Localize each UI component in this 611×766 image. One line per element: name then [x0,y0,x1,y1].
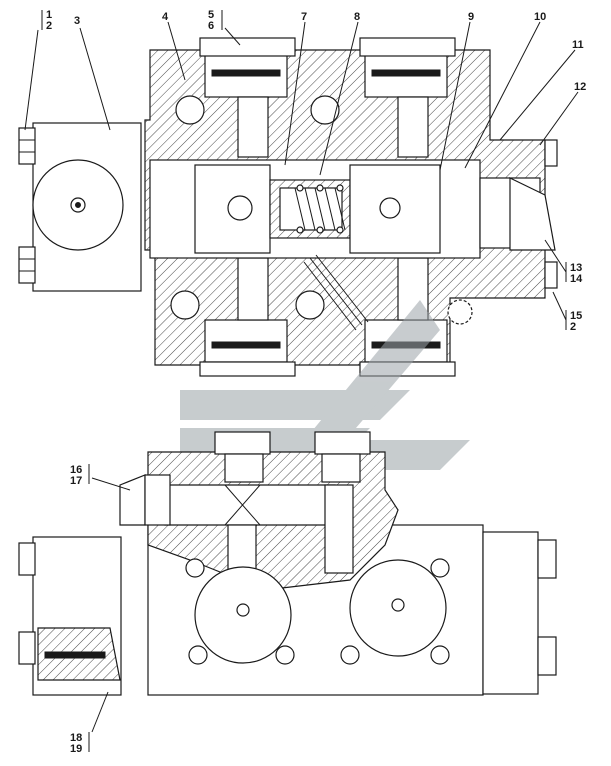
plug-top-right [359,37,456,57]
callout-12: 12 [574,81,586,93]
screw-right-top [544,139,558,167]
callout-13-line2: 14 [570,273,583,285]
plug-top-left [199,37,296,57]
callout-13-line1: 13 [570,262,582,274]
port-lower-left [204,319,288,363]
bottom-view [18,431,557,696]
plug-bottom-left [199,361,296,377]
callout-9: 9 [468,11,474,23]
spring [294,184,346,234]
bottom-plug-left [214,431,271,455]
screw-right-bottom [544,261,558,289]
callout-8: 8 [354,11,360,23]
callout-15-line1: 15 [570,310,582,322]
callout-16-line2: 17 [70,475,82,487]
passage-upper-right [397,96,429,158]
top-section-view [18,37,558,377]
screw-top-left [18,127,36,165]
callout-5-line2: 6 [208,20,214,32]
callout-1-line2: 2 [46,20,52,32]
bottom-right-end-cap [482,531,539,695]
callouts: 1 2 3 4 5 6 7 8 9 10 11 12 13 14 15 2 16… [46,9,586,755]
callout-3: 3 [74,15,80,27]
callout-1-line1: 1 [46,9,52,21]
callout-4: 4 [162,11,169,23]
callout-10: 10 [534,11,546,23]
passage-lower-left [237,257,269,321]
callout-16-line1: 16 [70,464,82,476]
screw-bottom-left [18,246,36,284]
leader-lines [24,10,579,752]
callout-15-line2: 2 [570,321,576,333]
callout-11: 11 [572,39,584,51]
callout-7: 7 [301,11,307,23]
callout-18-line2: 19 [70,743,82,755]
callout-18-line1: 18 [70,732,82,744]
passage-upper-left [237,96,269,158]
bottom-plug-right [314,431,371,455]
callout-5-line1: 5 [208,9,214,21]
